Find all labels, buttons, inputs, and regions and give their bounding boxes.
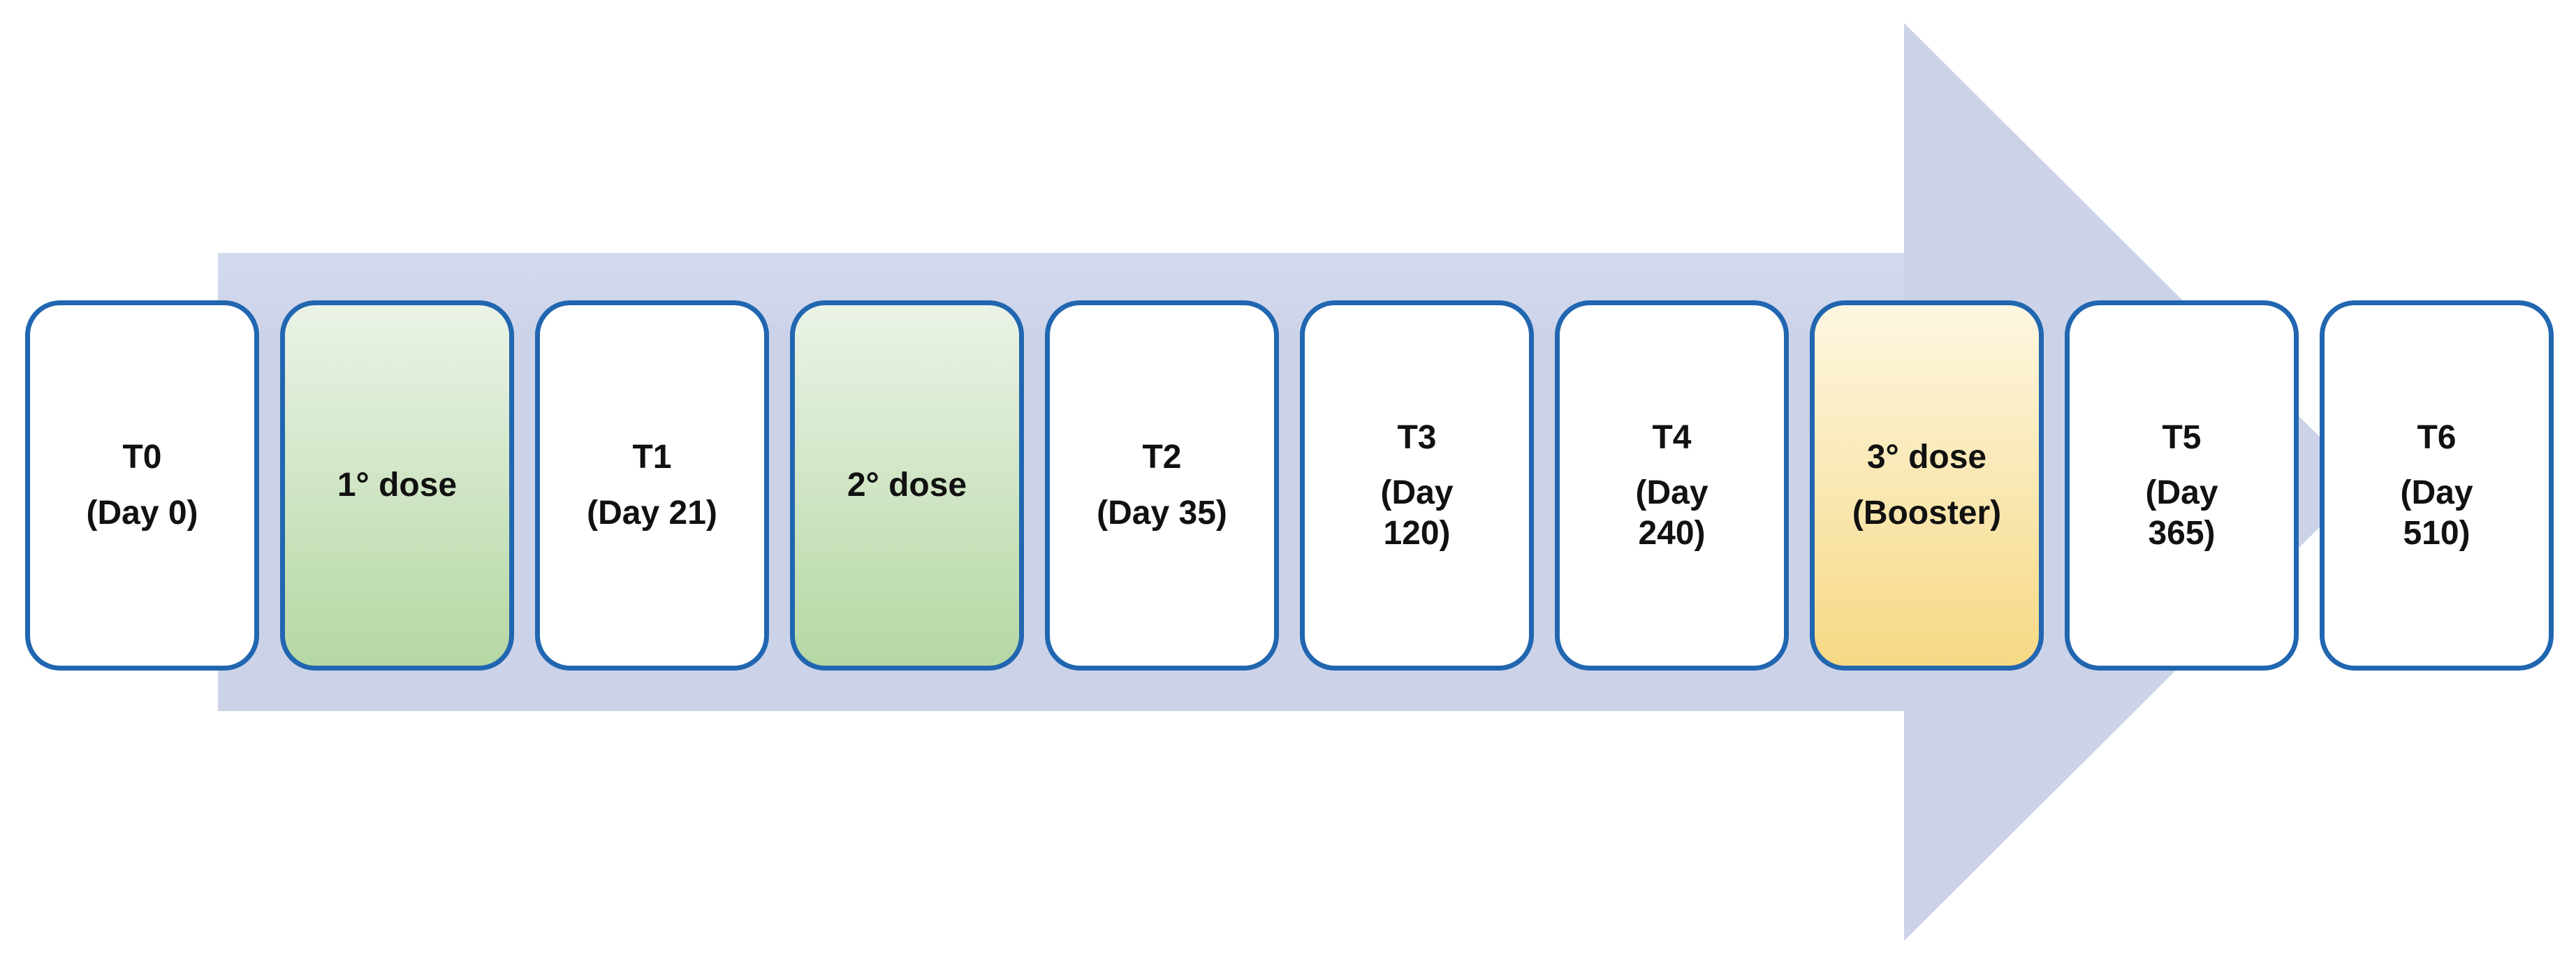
timeline-box-t1: T1 (Day 21)	[535, 300, 769, 671]
timeline-box-t0: T0 (Day 0)	[25, 300, 259, 671]
box-subtitle: (Day 120)	[1380, 474, 1454, 552]
box-title: T1	[632, 439, 672, 476]
timeline-box-t6: T6 (Day 510)	[2320, 300, 2554, 671]
timeline-box-t2: T2 (Day 35)	[1045, 300, 1279, 671]
timeline-box-dose3-booster: 3° dose (Booster)	[1810, 300, 2044, 671]
box-title: T6	[2417, 418, 2457, 456]
timeline-box-t5: T5 (Day 365)	[2065, 300, 2299, 671]
box-title: T2	[1142, 439, 1182, 476]
box-subtitle: (Day 0)	[86, 495, 198, 532]
box-title: T3	[1397, 418, 1437, 456]
box-subtitle: (Day 35)	[1097, 495, 1227, 532]
box-subtitle: (Booster)	[1852, 495, 2002, 532]
box-title: 2° dose	[847, 467, 967, 504]
box-subtitle: (Day 240)	[1635, 474, 1708, 552]
box-subtitle: (Day 21)	[587, 495, 717, 532]
box-title: 1° dose	[337, 467, 458, 504]
timeline-box-dose2: 2° dose	[790, 300, 1024, 671]
timeline-box-dose1: 1° dose	[280, 300, 514, 671]
timeline-box-row: T0 (Day 0) 1° dose T1 (Day 21) 2° dose T…	[25, 300, 2554, 671]
box-title: T5	[2162, 418, 2202, 456]
box-title: T4	[1652, 418, 1692, 456]
timeline-box-t4: T4 (Day 240)	[1555, 300, 1789, 671]
timeline-box-t3: T3 (Day 120)	[1300, 300, 1534, 671]
box-subtitle: (Day 365)	[2145, 474, 2218, 552]
box-subtitle: (Day 510)	[2400, 474, 2473, 552]
box-title: 3° dose	[1866, 439, 1987, 476]
box-title: T0	[122, 439, 162, 476]
